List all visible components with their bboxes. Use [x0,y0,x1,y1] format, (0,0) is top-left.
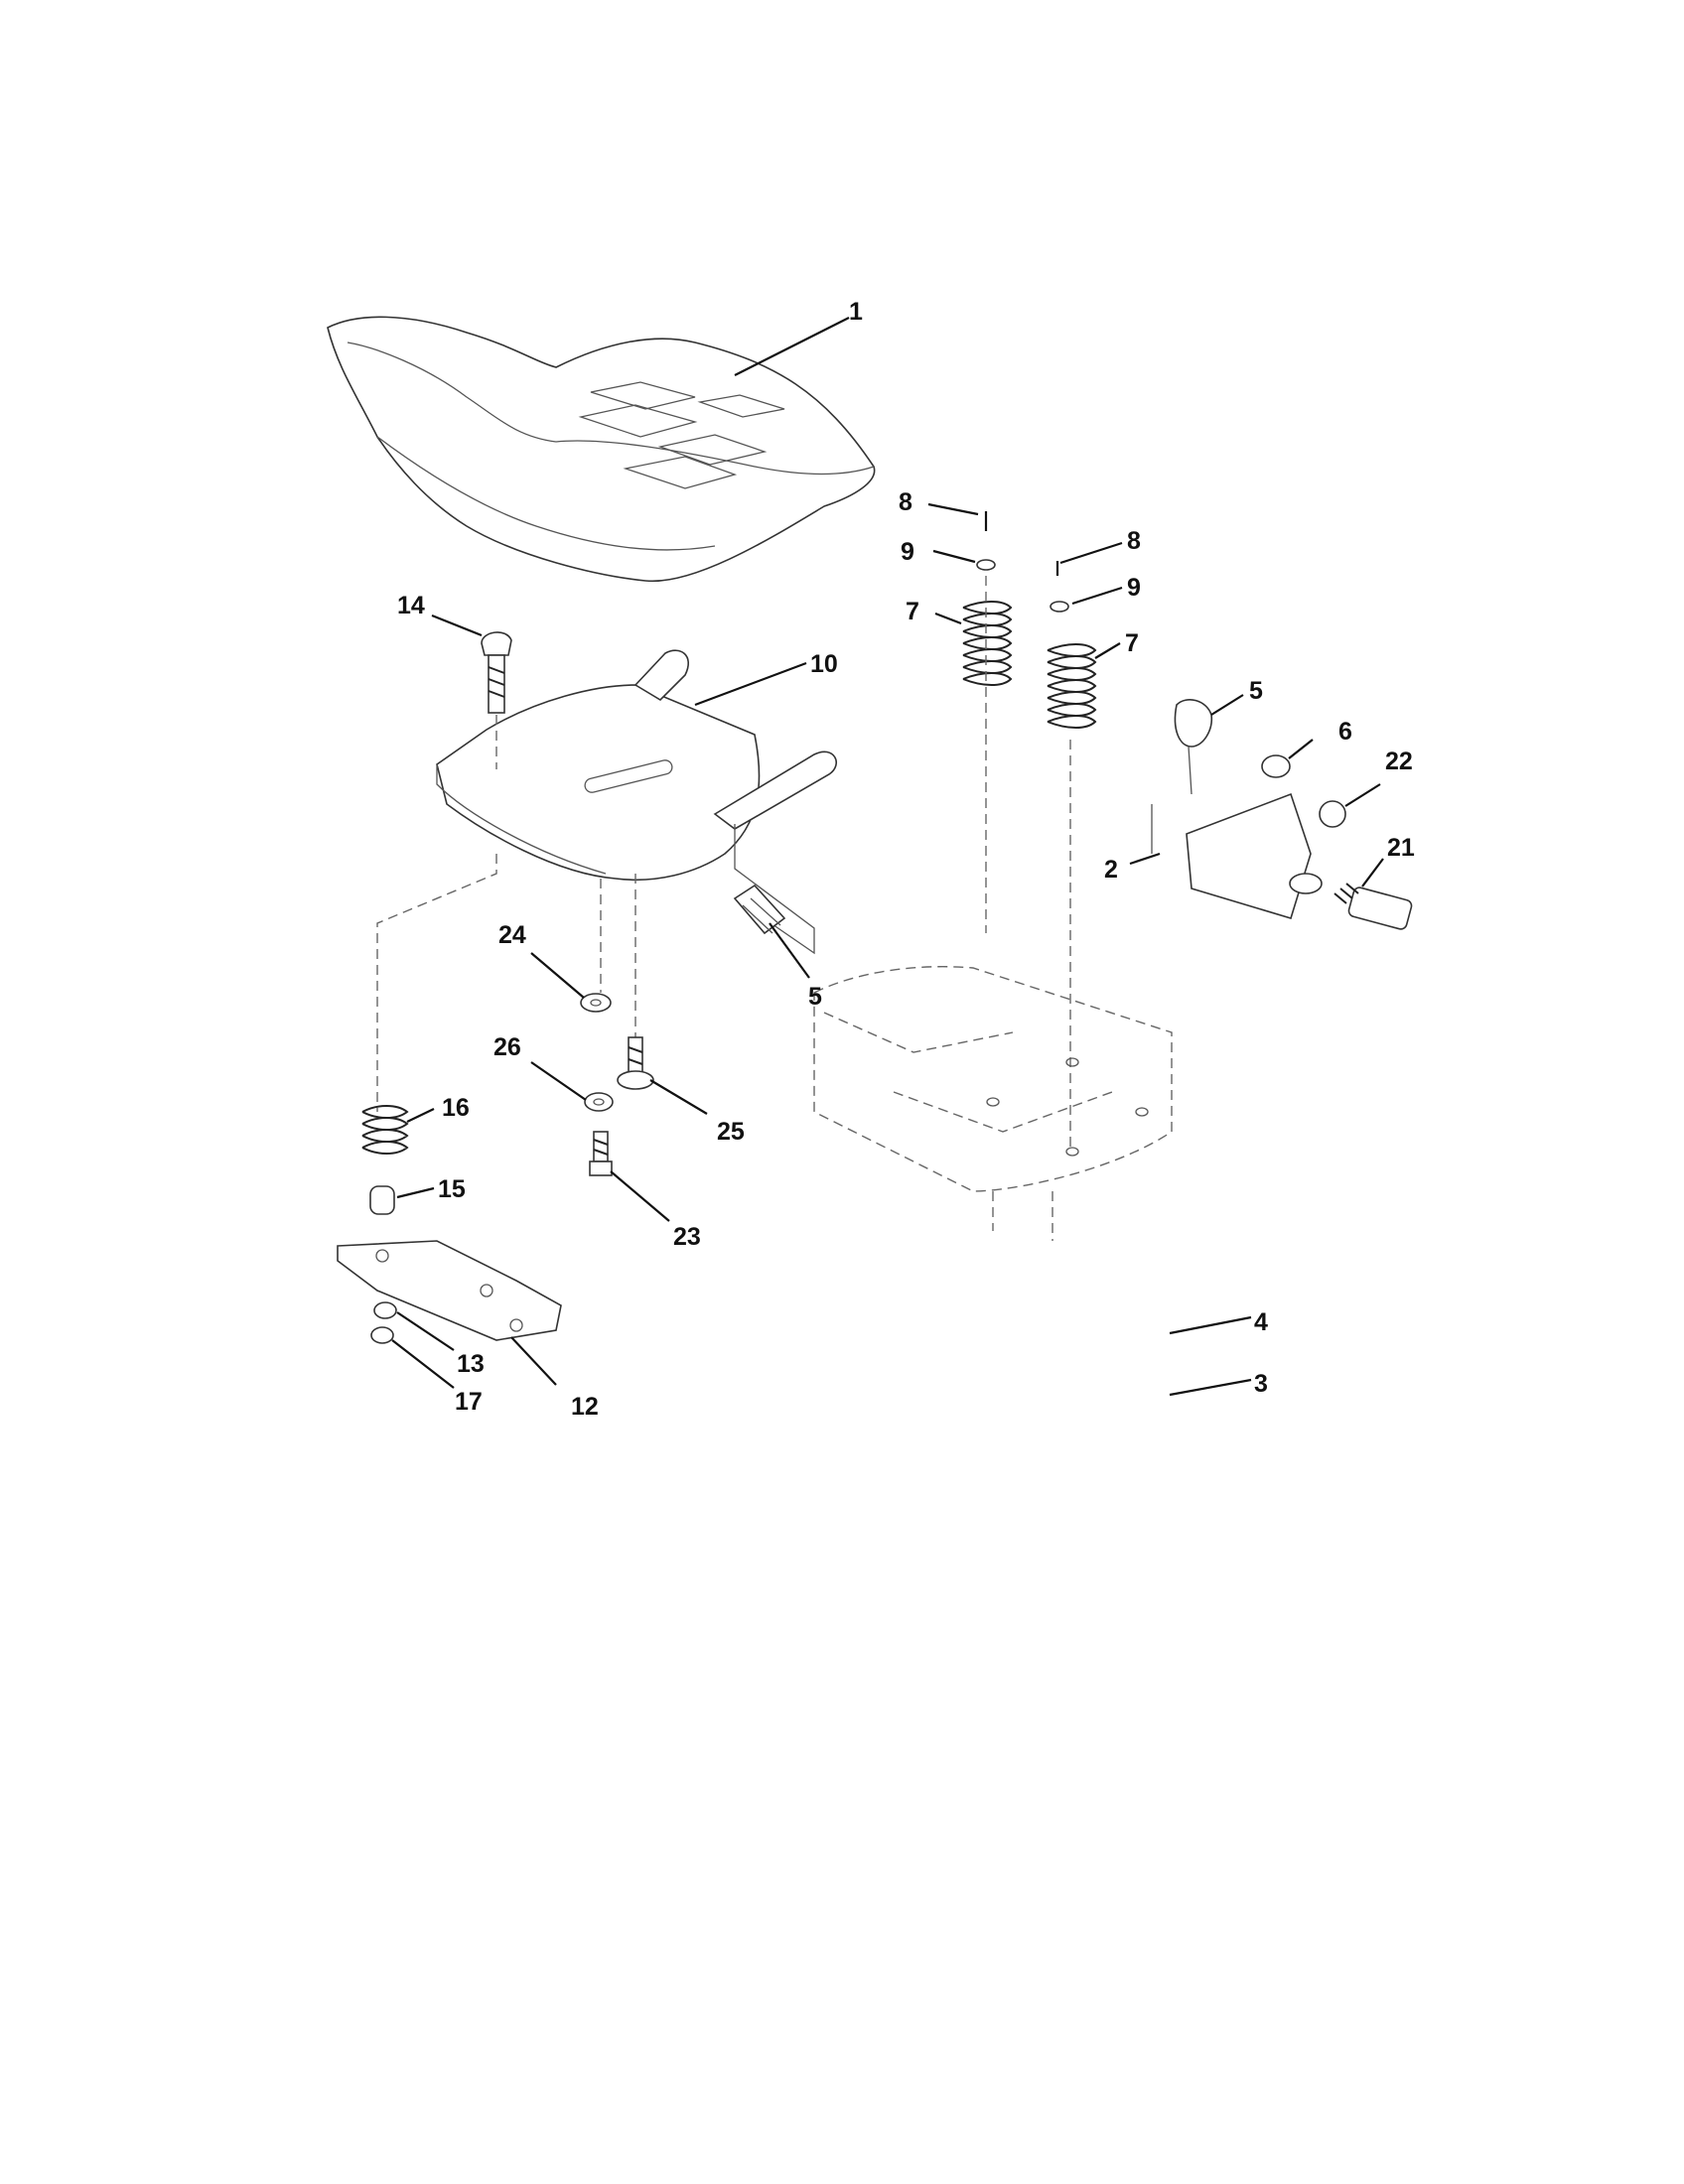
seat-pan [436,649,837,955]
spring-16 [361,1105,409,1155]
callout-2: 2 [1104,856,1118,884]
washer-9-left [976,559,996,571]
bolt-25 [617,1036,654,1090]
callout-3: 3 [1254,1370,1268,1398]
callout-4: 4 [1254,1308,1268,1336]
callout-5-left: 5 [808,983,822,1011]
callout-26: 26 [493,1033,521,1061]
callout-5-right: 5 [1249,677,1263,705]
spring-left [962,601,1013,686]
grommet-22 [1319,800,1346,828]
bushing-15 [369,1185,395,1215]
nut-17 [370,1326,394,1344]
switch-bracket [1151,792,1323,919]
callout-7-right: 7 [1125,629,1139,657]
callout-24: 24 [498,921,526,949]
bracket-12 [337,1240,562,1341]
bolt-14 [481,631,512,714]
callout-12: 12 [571,1393,599,1421]
guide-left-column [376,854,497,1112]
spacer-13 [373,1301,397,1319]
callout-22: 22 [1385,748,1413,775]
washer-24 [580,993,612,1013]
switch-5-left [733,884,786,935]
callout-9-right: 9 [1127,574,1141,602]
callout-15: 15 [438,1175,466,1203]
fender-base [813,966,1173,1241]
switch-5-right [1174,699,1213,795]
lockwasher-26 [584,1092,614,1112]
callout-8-right: 8 [1127,527,1141,555]
callout-9-left: 9 [901,538,914,566]
spring-right [1047,643,1097,729]
nut-6 [1261,754,1291,778]
callout-16: 16 [442,1094,470,1122]
seat [327,316,876,583]
callout-13: 13 [457,1350,485,1378]
callout-6: 6 [1338,718,1352,746]
callout-7-left: 7 [906,598,919,625]
callout-25: 25 [717,1118,745,1146]
leader-lines [391,317,1384,1397]
bolt-21 [1333,883,1413,930]
callout-17: 17 [455,1388,483,1416]
washer-9-right [1050,601,1069,613]
callout-21: 21 [1387,834,1415,862]
callout-10: 10 [810,650,838,678]
bolt-23 [589,1131,613,1176]
callout-1: 1 [849,298,863,326]
callout-8-left: 8 [899,488,912,516]
callout-14: 14 [397,592,425,619]
callout-23: 23 [673,1223,701,1251]
